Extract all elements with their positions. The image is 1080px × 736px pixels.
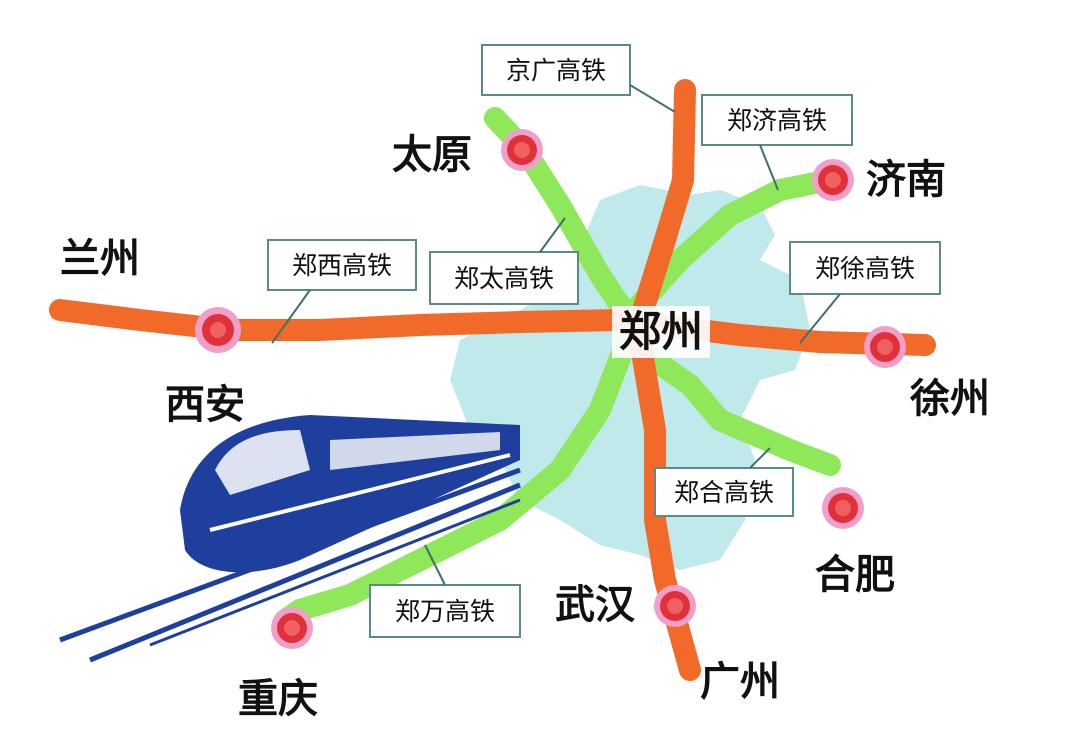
marker-wuhan — [654, 585, 696, 627]
high-speed-train-icon — [59, 415, 521, 663]
marker-chongqing — [271, 607, 313, 649]
marker-hefei — [822, 487, 864, 529]
line-labels: 京广高铁 郑济高铁 郑西高铁 郑太高铁 郑徐高铁 郑合高铁 郑万高铁 — [267, 44, 941, 638]
label-zhenghe: 郑合高铁 — [674, 478, 774, 507]
city-labels: 太原 济南 兰州 西安 徐州 合肥 武汉 广州 重庆 — [60, 132, 990, 722]
city-lanzhou: 兰州 — [60, 236, 140, 282]
line-jingguang-north — [629, 79, 696, 331]
label-zhengji: 郑济高铁 — [727, 106, 827, 135]
label-zhengtai: 郑太高铁 — [454, 264, 554, 293]
line-zhengwan — [274, 334, 636, 631]
marker-jinan — [812, 159, 854, 201]
city-xian: 西安 — [165, 382, 245, 428]
city-markers — [195, 129, 906, 649]
city-guangzhou: 广州 — [700, 659, 780, 705]
marker-xuzhou — [864, 326, 906, 368]
label-jingguang: 京广高铁 — [506, 56, 606, 85]
marker-taiyuan — [501, 129, 543, 171]
line-zhengxi — [49, 299, 631, 341]
city-chongqing: 重庆 — [238, 676, 318, 722]
hub-label-bg — [612, 306, 710, 358]
label-zhengxi: 郑西高铁 — [292, 251, 392, 280]
line-zhenghe — [629, 339, 841, 476]
city-jinan: 济南 — [866, 157, 946, 203]
city-wuhan: 武汉 — [555, 582, 636, 628]
city-taiyuan: 太原 — [392, 132, 472, 178]
city-xuzhou: 徐州 — [909, 376, 990, 422]
marker-xian — [195, 307, 241, 353]
label-zhengxu: 郑徐高铁 — [815, 254, 915, 283]
hub-label: 郑州 — [619, 307, 703, 356]
label-zhengwan: 郑万高铁 — [395, 597, 495, 626]
city-hefei: 合肥 — [815, 552, 895, 598]
